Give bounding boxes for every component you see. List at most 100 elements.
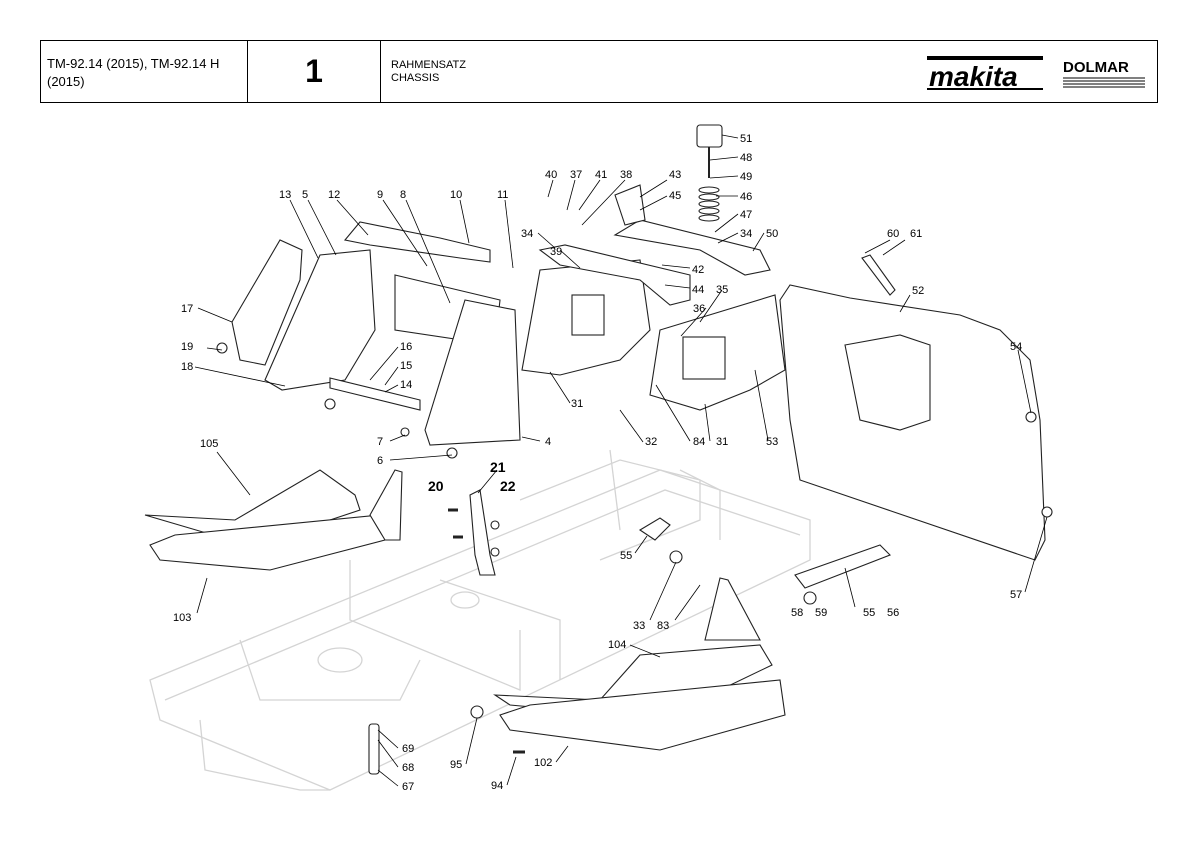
panel-31-left-window [571,294,605,336]
callout-10: 10 [450,189,462,201]
callout-6: 6 [377,455,383,467]
callout-41: 41 [595,169,607,181]
callout-8: 8 [400,189,406,201]
callout-48: 48 [740,152,752,164]
callout-103: 103 [173,612,191,624]
callout-105: 105 [200,438,218,450]
page-number: 1 [248,41,381,102]
callout-35: 35 [716,284,728,296]
callout-55-upper: 55 [620,550,632,562]
callout-9: 9 [377,189,383,201]
callout-102: 102 [534,757,552,769]
makita-logo-text: makita [929,61,1018,92]
callout-61: 61 [910,228,922,240]
callout-32: 32 [645,436,657,448]
callout-34-left: 34 [521,228,533,240]
callout-55-lower: 55 [863,607,875,619]
ghost-frame [149,449,811,791]
callout-67: 67 [402,781,414,793]
callout-60: 60 [887,228,899,240]
leader-lines [194,134,1048,787]
model-line-2: (2015) [47,74,85,89]
callout-22: 22 [500,478,516,494]
callout-39: 39 [550,246,562,258]
callout-83: 83 [657,620,669,632]
callout-33: 33 [633,620,645,632]
part-43 [614,184,646,226]
callout-45: 45 [669,190,681,202]
callout-4: 4 [545,436,551,448]
callout-56: 56 [887,607,899,619]
callout-labels: 13 5 12 9 8 10 11 40 37 41 38 43 45 51 4… [173,133,1022,793]
callout-15: 15 [400,360,412,372]
panel-52-opening [844,334,931,431]
callout-46: 46 [740,191,752,203]
model-line-1: TM-92.14 (2015), TM-92.14 H [47,56,220,71]
hardware [216,342,1053,775]
callout-14: 14 [400,379,412,391]
callout-21: 21 [490,459,506,475]
bracket-55-lower [794,544,891,589]
callout-59: 59 [815,607,827,619]
bracket-10 [343,221,491,263]
callout-95: 95 [450,759,462,771]
bracket-21 [469,489,496,576]
callout-31-right: 31 [716,436,728,448]
callout-54: 54 [1010,341,1022,353]
callout-7: 7 [377,436,383,448]
side-plate-17 [231,239,303,366]
dolmar-logo-text: DOLMAR [1063,59,1129,76]
callout-38: 38 [620,169,632,181]
callout-31-left: 31 [571,398,583,410]
callout-94: 94 [491,780,503,792]
callout-47: 47 [740,209,752,221]
callout-34-right: 50 [766,228,778,240]
bracket-102 [704,577,761,641]
callout-69: 69 [402,743,414,755]
panel-4 [424,299,521,446]
callout-42: 42 [692,264,704,276]
title-de: RAHMENSATZ [391,59,466,71]
callout-104: 104 [608,639,626,651]
model-cell: TM-92.14 (2015), TM-92.14 H (2015) [41,41,248,102]
callout-20: 20 [428,478,444,494]
callout-18: 18 [181,361,193,373]
callout-17: 17 [181,303,193,315]
callout-51: 51 [740,133,752,145]
callout-19: 19 [181,341,193,353]
callout-68: 68 [402,762,414,774]
callout-53: 53 [766,436,778,448]
callout-58: 58 [791,607,803,619]
panel-5 [264,249,376,391]
callout-49: 49 [740,171,752,183]
callout-40: 40 [545,169,557,181]
callout-44: 44 [692,284,704,296]
callout-16: 16 [400,341,412,353]
callout-43: 43 [669,169,681,181]
title-en: CHASSIS [391,72,440,84]
callout-84: 84 [693,436,705,448]
callout-52: 52 [912,285,924,297]
spring-46 [698,186,720,222]
title-cell: RAHMENSATZ CHASSIS [381,41,1157,102]
callout-5: 5 [302,189,308,201]
brand-logos: makita DOLMAR [927,41,1157,102]
callout-36: 36 [693,303,705,315]
footrest-102 [499,679,786,751]
title-block: TM-92.14 (2015), TM-92.14 H (2015) 1 RAH… [40,40,1158,103]
bar-14 [329,377,421,411]
knob-51 [696,124,723,148]
makita-logo: makita [927,55,1043,92]
bracket-34 [538,244,691,306]
callout-13: 13 [279,189,291,201]
callout-11: 11 [497,189,508,201]
bracket-55-upper [638,517,671,541]
dolmar-logo: DOLMAR [1063,59,1145,87]
callout-50: 34 [740,228,752,240]
bracket-103 [369,469,403,541]
bracket-60 [861,254,896,296]
callout-12: 12 [328,189,340,201]
callout-57: 57 [1010,589,1022,601]
panel-31-right-window [682,336,726,380]
